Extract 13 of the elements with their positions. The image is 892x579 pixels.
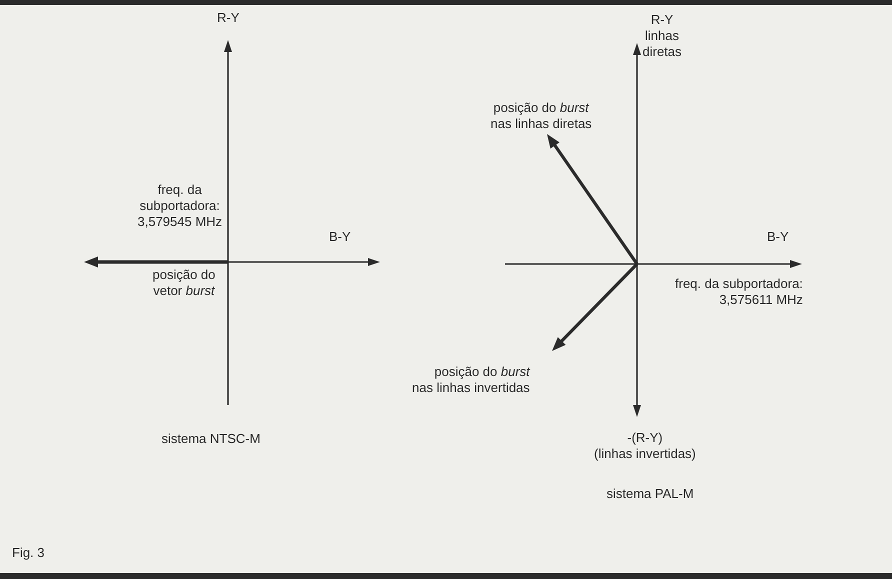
axis-label: R-Y [217, 10, 240, 26]
vector-label: posição do burst nas linhas diretas [490, 100, 592, 132]
vector-label: posição do burst nas linhas invertidas [412, 364, 530, 396]
system-label: sistema NTSC-M [162, 431, 260, 447]
figure-caption: Fig. 3 [12, 545, 45, 561]
axis-label: R-Y linhas diretas [642, 12, 682, 60]
axis-label: B-Y [329, 229, 351, 245]
frequency-note: freq. da subportadora: 3,575611 MHz [675, 276, 803, 308]
frequency-note: freq. da subportadora: 3,579545 MHz [138, 182, 222, 230]
vector-label: posição do vetor burst [152, 267, 216, 299]
axis-label: B-Y [767, 229, 789, 245]
system-label: sistema PAL-M [606, 486, 694, 502]
axis-label: -(R-Y) (linhas invertidas) [594, 430, 696, 462]
